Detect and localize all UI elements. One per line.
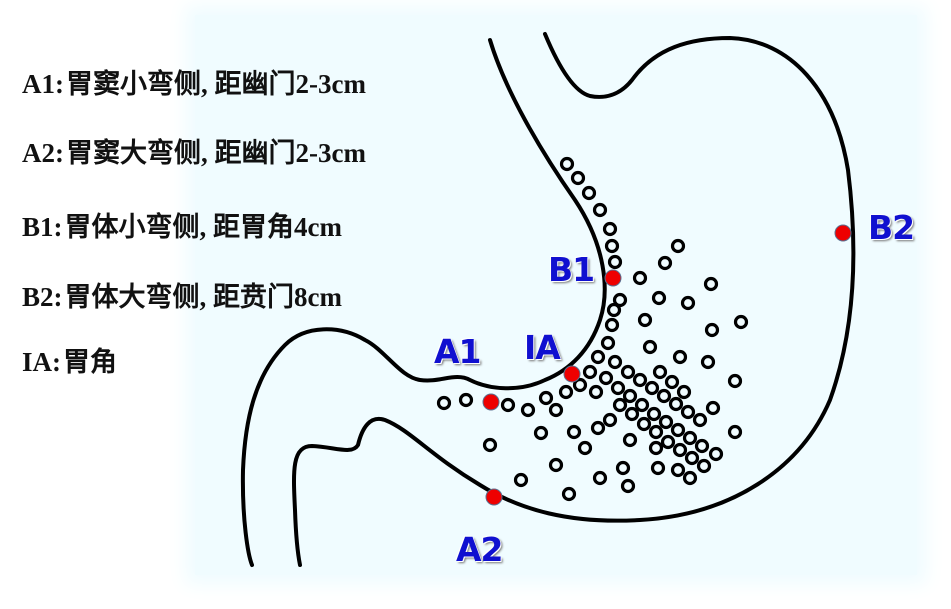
site-label-b2: B2 [868, 208, 915, 247]
legend-code: B2: [22, 282, 63, 312]
site-marker-b1 [604, 269, 622, 287]
site-marker-ia [563, 365, 581, 383]
legend-code: IA: [22, 347, 61, 377]
legend-item-b1: B1:胃体小弯侧, 距胃角4cm [22, 205, 342, 244]
legend-code: A2: [22, 138, 64, 168]
legend-text: 胃体小弯侧, 距胃角4cm [64, 212, 342, 242]
legend-code: A1: [22, 69, 64, 99]
biopsy-site-markers [482, 224, 852, 506]
site-label-b1: B1 [548, 250, 595, 289]
legend-item-ia: IA:胃角 [22, 340, 117, 379]
legend-text: 胃体大弯侧, 距贲门8cm [64, 282, 342, 312]
site-label-a1: A1 [434, 332, 482, 371]
site-label-a2: A2 [456, 530, 504, 569]
legend-text: 胃角 [63, 347, 117, 377]
legend-item-a1: A1:胃窦小弯侧, 距幽门2-3cm [22, 62, 366, 101]
site-marker-b2 [834, 224, 852, 242]
site-marker-a1 [482, 393, 500, 411]
site-marker-a2 [485, 488, 503, 506]
diagram-background-panel [195, 15, 917, 575]
legend-code: B1: [22, 212, 63, 242]
legend-item-b2: B2:胃体大弯侧, 距贲门8cm [22, 275, 342, 314]
legend-text: 胃窦小弯侧, 距幽门2-3cm [66, 69, 366, 99]
cell-dots [436, 156, 749, 502]
site-label-ia: IA [524, 328, 561, 367]
legend-text: 胃窦大弯侧, 距幽门2-3cm [66, 138, 366, 168]
biopsy-site-legend: A1:胃窦小弯侧, 距幽门2-3cm A2:胃窦大弯侧, 距幽门2-3cm B1… [22, 0, 482, 400]
stomach-outline [240, 32, 856, 567]
legend-item-a2: A2:胃窦大弯侧, 距幽门2-3cm [22, 131, 366, 170]
